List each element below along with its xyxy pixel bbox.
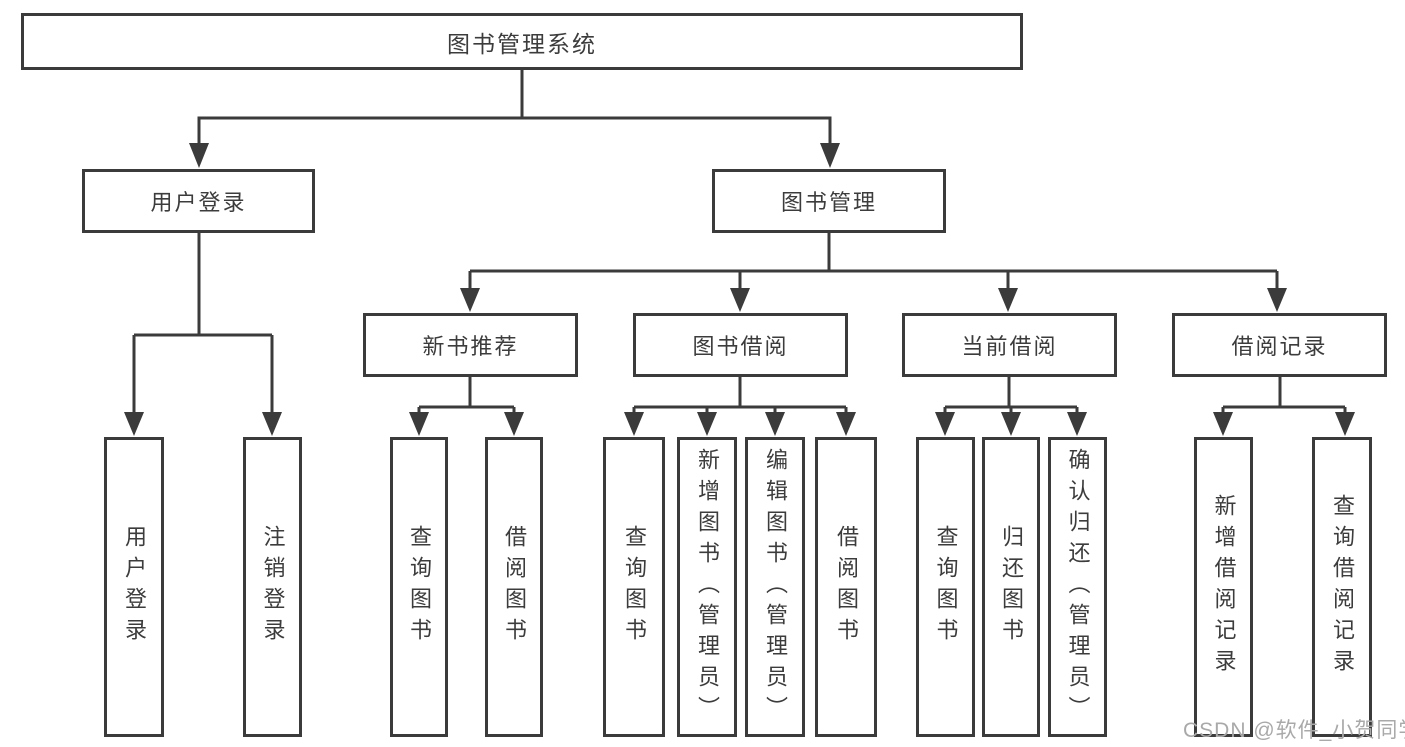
leaf-borrow-books-2: 借阅图书	[815, 437, 877, 737]
node-book-borrowing: 图书借阅	[633, 313, 848, 377]
leaf-label: 编辑图书（管理员）	[763, 447, 788, 727]
node-label: 图书管理系统	[447, 30, 597, 57]
leaf-label: 归还图书	[999, 525, 1024, 649]
leaf-add-borrow-record: 新增借阅记录	[1194, 437, 1253, 737]
leaf-label: 新增图书（管理员）	[695, 447, 720, 727]
node-borrow-records: 借阅记录	[1172, 313, 1387, 377]
leaf-user-login: 用户登录	[104, 437, 164, 737]
node-current-borrowing: 当前借阅	[902, 313, 1117, 377]
leaf-logout: 注销登录	[243, 437, 302, 737]
leaf-add-book-admin: 新增图书（管理员）	[677, 437, 737, 737]
leaf-label: 查询图书	[407, 525, 432, 649]
leaf-label: 确认归还（管理员）	[1065, 447, 1091, 727]
leaf-label: 借阅图书	[834, 525, 859, 649]
node-library-management-system: 图书管理系统	[21, 13, 1023, 70]
leaf-label: 查询图书	[933, 525, 959, 649]
leaf-return-book: 归还图书	[982, 437, 1040, 737]
leaf-label: 查询借阅记录	[1330, 494, 1355, 680]
node-new-book-recommend: 新书推荐	[363, 313, 578, 377]
leaf-query-books-3: 查询图书	[916, 437, 975, 737]
node-label: 当前借阅	[961, 334, 1058, 359]
leaf-borrow-books-1: 借阅图书	[485, 437, 543, 737]
leaf-label: 注销登录	[260, 525, 286, 649]
node-label: 用户登录	[150, 190, 247, 215]
leaf-query-books-1: 查询图书	[390, 437, 448, 737]
watermark-text: CSDN @软件_小贺同学	[1183, 719, 1405, 742]
leaf-label: 用户登录	[122, 525, 147, 649]
leaf-label: 新增借阅记录	[1211, 494, 1237, 680]
node-label: 图书借阅	[692, 334, 789, 359]
node-label: 新书推荐	[422, 334, 519, 359]
node-label: 图书管理	[780, 190, 877, 215]
node-book-management: 图书管理	[712, 169, 946, 233]
leaf-label: 借阅图书	[502, 525, 527, 649]
leaf-label: 查询图书	[622, 525, 647, 649]
node-label: 借阅记录	[1231, 334, 1328, 359]
leaf-query-borrow-record: 查询借阅记录	[1312, 437, 1372, 737]
leaf-query-books-2: 查询图书	[603, 437, 665, 737]
leaf-edit-book-admin: 编辑图书（管理员）	[745, 437, 805, 737]
leaf-confirm-return-admin: 确认归还（管理员）	[1048, 437, 1107, 737]
node-user-login: 用户登录	[82, 169, 315, 233]
